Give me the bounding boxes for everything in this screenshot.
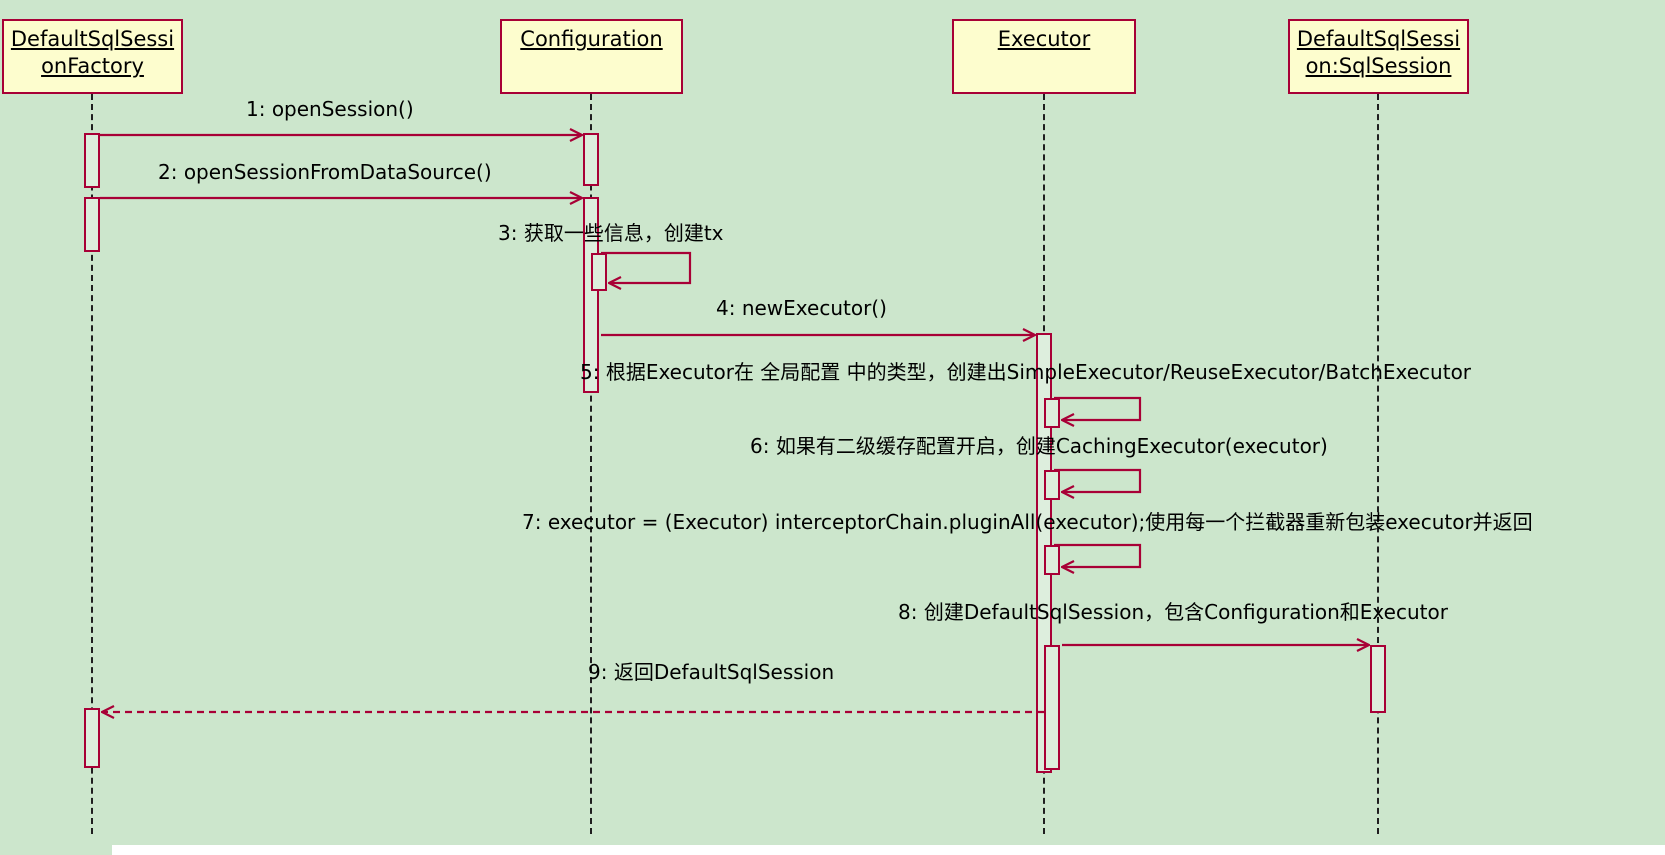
participant-label: Configuration (520, 27, 663, 51)
message-label-9: 9: 返回DefaultSqlSession (588, 660, 835, 684)
activation-bar-factory-1 (84, 133, 100, 188)
activation-bar-executor-nested-8 (1044, 645, 1060, 770)
activation-bar-executor-self-5 (1044, 398, 1060, 428)
activation-bar-configuration-2 (583, 197, 599, 393)
lifeline-configuration (590, 94, 592, 834)
participant-box-defaultsqlsession: DefaultSqlSession:SqlSession (1288, 19, 1469, 94)
participant-box-defaultsqlsessionfactory: DefaultSqlSessionFactory (2, 19, 183, 94)
activation-bar-executor-self-7 (1044, 545, 1060, 575)
message-label-1: 1: openSession() (246, 97, 414, 121)
activation-bar-factory-2 (84, 197, 100, 252)
participant-box-executor: Executor (952, 19, 1136, 94)
participant-box-configuration: Configuration (500, 19, 683, 94)
participant-label: DefaultSqlSessionFactory (10, 27, 175, 79)
message-label-5: 5: 根据Executor在 全局配置 中的类型，创建出SimpleExecut… (580, 360, 1472, 384)
activation-bar-factory-3 (84, 708, 100, 768)
message-label-4: 4: newExecutor() (716, 296, 887, 320)
activation-bar-configuration-1 (583, 133, 599, 186)
message-arrow-5-self (1054, 396, 1142, 420)
lifeline-defaultsqlsessionfactory (91, 94, 93, 834)
participant-label: Executor (997, 27, 1091, 51)
message-label-6: 6: 如果有二级缓存配置开启，创建CachingExecutor(executo… (750, 434, 1328, 458)
participant-label: DefaultSqlSession:SqlSession (1296, 27, 1461, 79)
message-label-3: 3: 获取一些信息，创建tx (498, 221, 724, 245)
message-label-7: 7: executor = (Executor) interceptorChai… (522, 510, 1533, 534)
message-arrow-3-self (601, 251, 692, 283)
message-arrow-6-self (1054, 468, 1142, 492)
activation-bar-configuration-self (591, 253, 607, 291)
lifeline-defaultsqlsession (1377, 94, 1379, 834)
message-label-8: 8: 创建DefaultSqlSession，包含Configuration和E… (898, 600, 1448, 624)
activation-bar-executor-self-6 (1044, 470, 1060, 500)
message-arrow-7-self (1054, 543, 1142, 567)
bottom-white-strip (112, 845, 1665, 855)
activation-bar-sqlsession-1 (1370, 645, 1386, 713)
message-label-2: 2: openSessionFromDataSource() (158, 160, 492, 184)
